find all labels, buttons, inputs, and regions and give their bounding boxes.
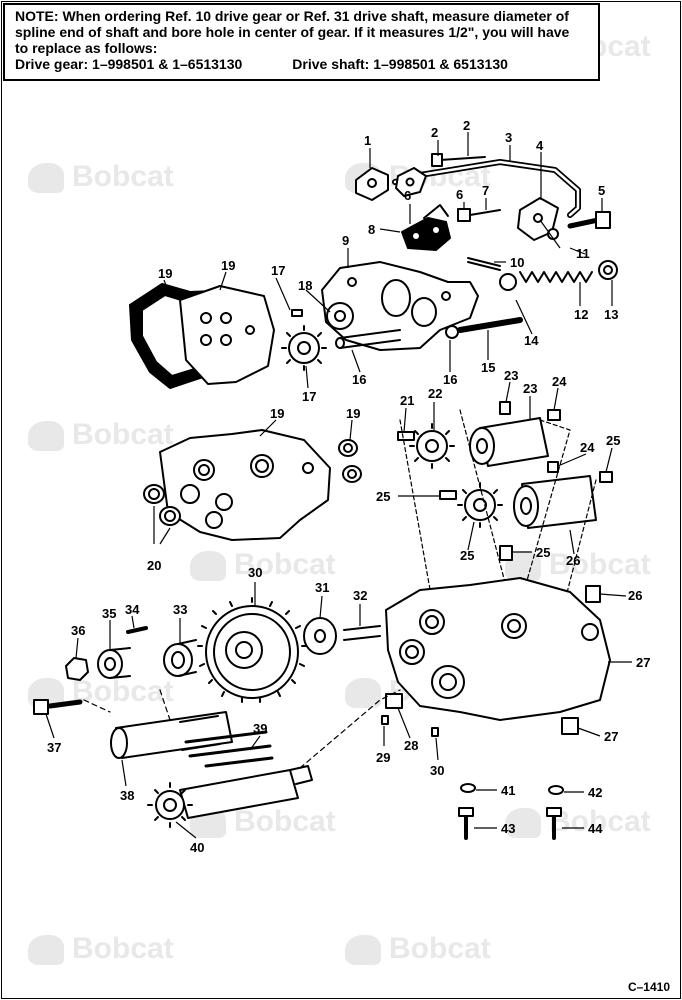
watermark: Bobcat	[190, 548, 336, 582]
part-label: 41	[501, 783, 515, 798]
part-label: 27	[636, 655, 650, 670]
ordering-note: NOTE: When ordering Ref. 10 drive gear o…	[3, 3, 600, 81]
part-label: 21	[400, 393, 414, 408]
part-label: 5	[598, 183, 605, 198]
part-label: 1	[364, 133, 371, 148]
part-label: 11	[576, 246, 590, 261]
part-label: 25	[460, 548, 474, 563]
part-label: 6	[404, 188, 411, 203]
watermark: Bobcat	[28, 932, 174, 966]
part-label: 19	[270, 406, 284, 421]
part-label: 26	[628, 588, 642, 603]
part-label: 24	[580, 440, 595, 455]
part-label: 23	[504, 368, 518, 383]
part-label: 29	[376, 750, 390, 765]
part-label: 9	[342, 233, 349, 248]
note-line: to replace as follows:	[15, 40, 158, 56]
part-label: 25	[606, 433, 620, 448]
part-label: 27	[604, 729, 618, 744]
part-label: 19	[221, 258, 235, 273]
watermark: Bobcat	[28, 418, 174, 452]
part-label: 3	[505, 130, 512, 145]
part-label: 4	[536, 138, 544, 153]
part-label: 2	[431, 125, 438, 140]
part-label: 22	[428, 386, 442, 401]
part-label: 42	[588, 785, 602, 800]
part-label: 2	[463, 118, 470, 133]
part-label: 25	[536, 545, 550, 560]
part-label: 28	[404, 738, 418, 753]
note-line: spline end of shaft and bore hole in cen…	[15, 24, 570, 40]
part-label: 26	[566, 553, 580, 568]
part-label: 18	[298, 278, 312, 293]
part-label: 24	[552, 374, 567, 389]
part-label: 13	[604, 307, 618, 322]
part-label: 17	[302, 389, 316, 404]
part-label: 23	[523, 381, 537, 396]
part-label: 14	[524, 333, 539, 348]
part-label: 30	[430, 763, 444, 778]
part-label: 19	[158, 266, 172, 281]
part-label: 31	[315, 580, 329, 595]
part-label: 43	[501, 821, 515, 836]
part-label: 15	[481, 360, 495, 375]
part-label: 6	[456, 187, 463, 202]
figure-code: C–1410	[627, 980, 670, 994]
bobcat-logo-icon	[28, 421, 64, 452]
part-label: 20	[147, 558, 161, 573]
bobcat-logo-icon	[345, 678, 381, 709]
bobcat-logo-icon	[345, 935, 381, 966]
watermark: Bobcat	[505, 548, 651, 582]
part-label: 36	[71, 623, 85, 638]
watermark: Bobcat	[190, 805, 336, 839]
part-label: 37	[47, 740, 61, 755]
part-label: 40	[190, 840, 204, 855]
drive-shaft-parts: Drive shaft: 1–998501 & 6513130	[292, 56, 508, 72]
part-label: 38	[120, 788, 134, 803]
watermark: Bobcat	[345, 932, 491, 966]
bobcat-logo-icon	[505, 808, 541, 839]
part-label: 35	[102, 606, 116, 621]
part-label: 17	[271, 263, 285, 278]
watermark: Bobcat	[505, 805, 651, 839]
part-label: 16	[352, 372, 366, 387]
part-label: 19	[346, 406, 360, 421]
bobcat-logo-icon	[28, 935, 64, 966]
part-label: 7	[482, 183, 489, 198]
part-label: 25	[376, 489, 390, 504]
drive-gear-parts: Drive gear: 1–998501 & 1–6513130	[15, 56, 243, 72]
note-line: NOTE: When ordering Ref. 10 drive gear o…	[15, 8, 569, 24]
part-label: 34	[125, 602, 140, 617]
part-label: 39	[253, 721, 267, 736]
replacement-parts-line: Drive gear: 1–998501 & 1–6513130 Drive s…	[15, 56, 590, 72]
bobcat-logo-icon	[190, 551, 226, 582]
part-label: 44	[588, 821, 603, 836]
part-label: 12	[574, 307, 588, 322]
part-label: 32	[353, 588, 367, 603]
part-label: 30	[248, 565, 262, 580]
watermark: Bobcat	[28, 160, 174, 194]
part-label: 16	[443, 372, 457, 387]
part-label: 10	[510, 255, 524, 270]
part-label: 8	[368, 222, 375, 237]
part-label: 33	[173, 602, 187, 617]
bobcat-logo-icon	[28, 163, 64, 194]
